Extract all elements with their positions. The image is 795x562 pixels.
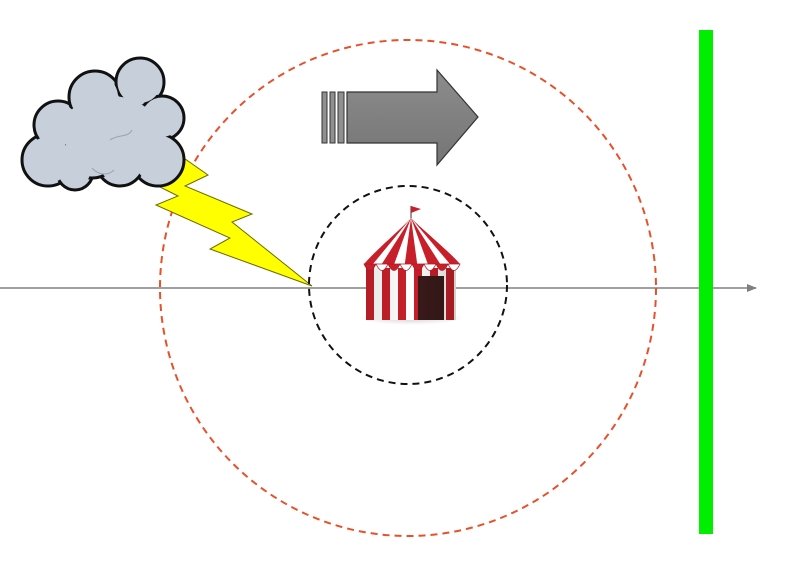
inner-range-circle — [308, 185, 508, 385]
motion-arrow-icon — [321, 68, 479, 167]
storm-cloud-icon — [20, 56, 186, 192]
lightning-bolt-icon — [138, 153, 313, 287]
green-barrier — [699, 30, 713, 534]
circus-tent-icon — [359, 206, 463, 325]
outer-range-circle — [159, 39, 657, 537]
